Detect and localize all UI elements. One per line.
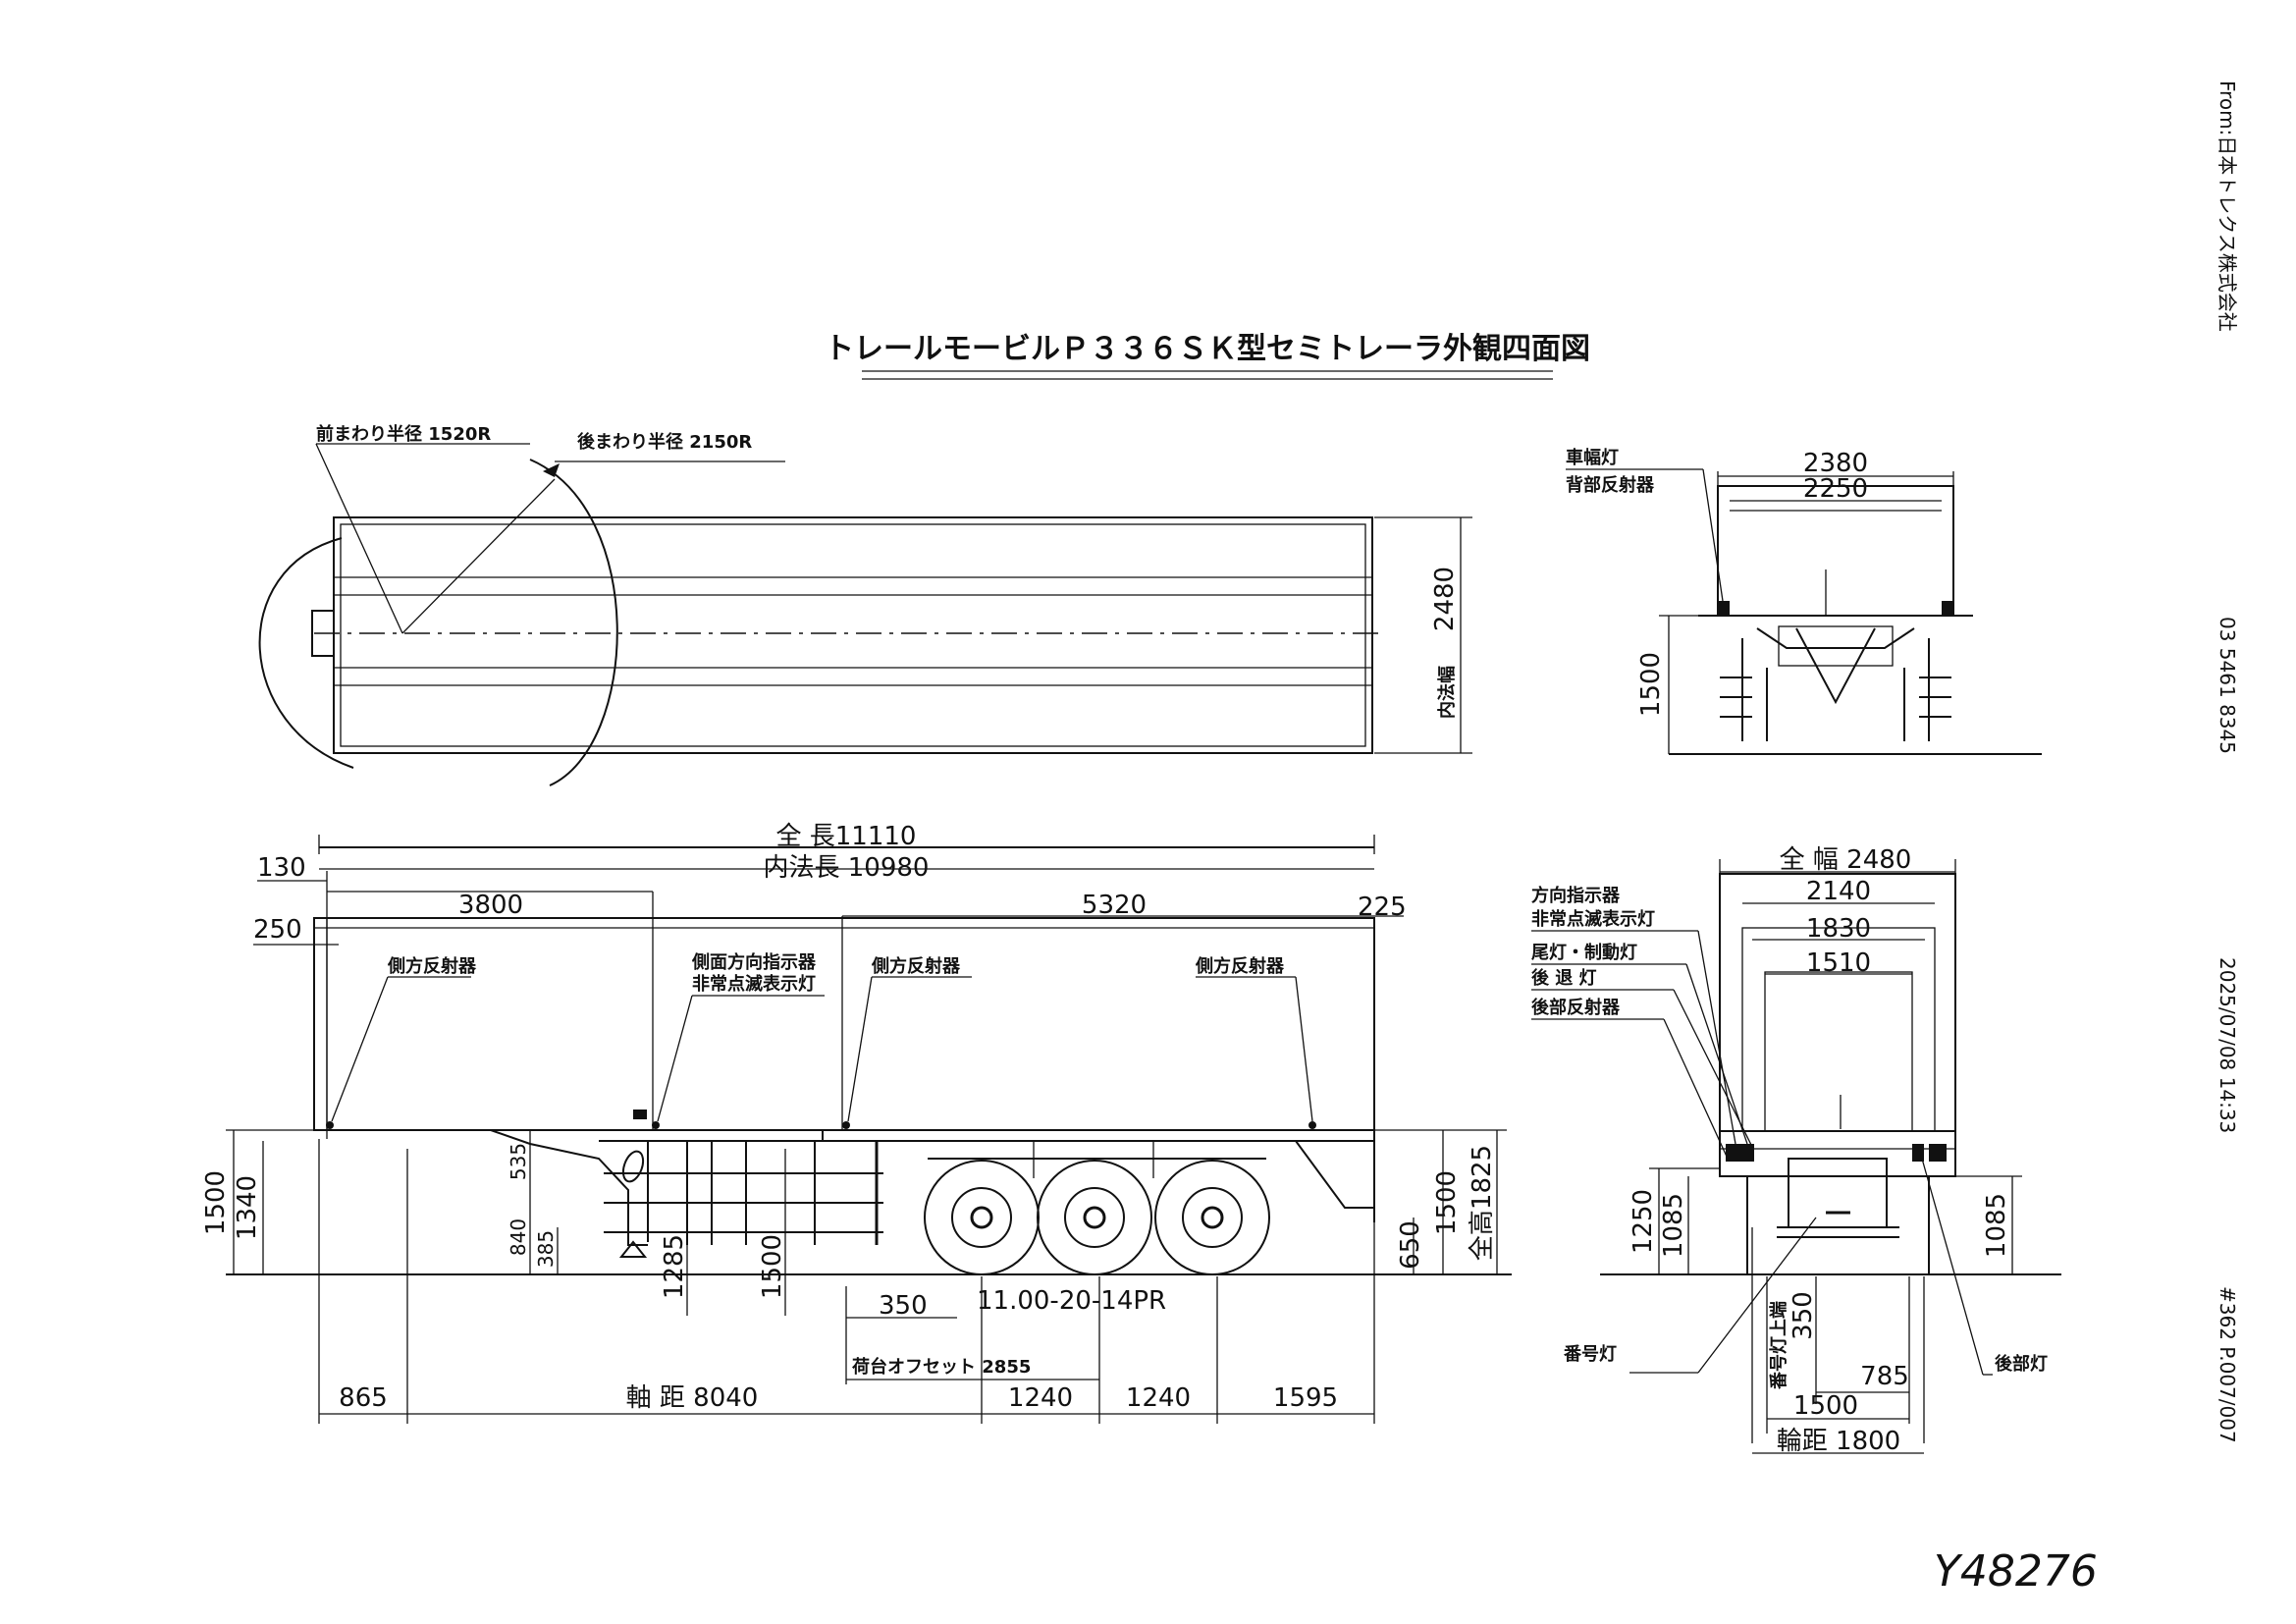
rear-plate-lamp: 番号灯 [1563, 1344, 1617, 1365]
side-reflector-3: 側方反射器 [1195, 955, 1285, 977]
side-h-840: 840 [507, 1218, 530, 1256]
side-h-650: 650 [1396, 1220, 1425, 1270]
side-h-1500-left: 1500 [201, 1170, 231, 1235]
side-dim-5320: 5320 [1082, 891, 1147, 920]
side-dim-1595: 1595 [1273, 1383, 1338, 1413]
rear-width-2140: 2140 [1806, 877, 1871, 906]
side-deck-offset: 荷台オフセット 2855 [852, 1356, 1031, 1378]
rear-width-1830: 1830 [1806, 914, 1871, 944]
side-h-1285: 1285 [660, 1234, 689, 1299]
rear-h-1250: 1250 [1629, 1189, 1658, 1254]
rear-top-width-inner: 2250 [1803, 474, 1868, 504]
top-inner-width-label: 内法幅 [1436, 666, 1458, 719]
side-dim-350: 350 [879, 1291, 928, 1321]
side-dim-250: 250 [253, 915, 302, 945]
rear-width-1510: 1510 [1806, 948, 1871, 978]
side-reflector-1: 側方反射器 [387, 955, 477, 977]
fax-sender: From:日本トレクス株式会社 [2216, 81, 2239, 332]
rear-width-785: 785 [1860, 1362, 1909, 1391]
rear-view-top: 2380 2250 車幅灯 背部反射器 1500 [1566, 447, 2042, 755]
side-reflector-2: 側方反射器 [871, 955, 961, 977]
axle-3 [1154, 1160, 1270, 1275]
axle-1 [924, 1160, 1040, 1275]
side-h-385: 385 [534, 1230, 558, 1268]
rear-plate-lamp-height: 番号灯上端 [1769, 1301, 1789, 1390]
side-overall-length: 全 長11110 [776, 822, 917, 851]
top-view: 前まわり半径 1520R 後まわり半径 2150R 2480 内法幅 [258, 423, 1472, 786]
fax-phone: 03 5461 8345 [2216, 617, 2239, 754]
side-turn-signal-2: 非常点滅表示灯 [692, 973, 816, 995]
rear-label-hazard: 非常点滅表示灯 [1531, 908, 1655, 930]
rear-turning-radius: 後まわり半径 2150R [577, 431, 752, 453]
side-h-1500-right: 1500 [1432, 1170, 1462, 1235]
rear-h-1085-left: 1085 [1659, 1193, 1688, 1258]
rear-top-width-outer: 2380 [1803, 449, 1868, 478]
rear-track-width: 輪距 1800 [1777, 1427, 1900, 1456]
side-tire-size: 11.00-20-14PR [977, 1286, 1166, 1316]
front-turning-radius: 前まわり半径 1520R [316, 423, 491, 445]
rear-label-turn-signal: 方向指示器 [1531, 885, 1621, 906]
side-dim-1240a: 1240 [1008, 1383, 1073, 1413]
side-h-1500-mid: 1500 [758, 1234, 787, 1299]
rear-top-height: 1500 [1636, 652, 1666, 717]
side-inner-length: 内法長 10980 [764, 853, 930, 883]
top-inner-width: 2480 [1430, 567, 1460, 631]
rear-label-reverse: 後 退 灯 [1531, 967, 1597, 989]
handwritten-note: Y48276 [1934, 1546, 2098, 1597]
rear-label-reflector: 後部反射器 [1531, 997, 1621, 1018]
rear-view-bottom: 全 幅 2480 2140 1830 1510 方向指示器 非常点滅表示灯 尾灯… [1531, 845, 2048, 1456]
rear-overall-width: 全 幅 2480 [1780, 845, 1912, 875]
drawing-title: トレールモービルＰ３３６ＳＫ型セミトレーラ外観四面図 [825, 332, 1590, 366]
side-turn-signal-1: 側面方向指示器 [691, 951, 817, 973]
rear-top-clearance-lamp: 車幅灯 [1566, 447, 1619, 468]
rear-top-reflector: 背部反射器 [1566, 474, 1655, 496]
rear-width-1500: 1500 [1793, 1391, 1858, 1421]
side-dim-865: 865 [339, 1383, 388, 1413]
rear-tail-lamp: 後部灯 [1995, 1353, 2048, 1375]
axle-2 [1037, 1160, 1152, 1275]
side-dim-130: 130 [257, 853, 306, 883]
rear-label-tail-brake: 尾灯・制動灯 [1531, 942, 1637, 963]
side-wheelbase: 軸 距 8040 [626, 1383, 759, 1413]
side-h-1340: 1340 [233, 1175, 262, 1240]
side-view: 全 長11110 内法長 10980 130 250 3800 5320 225 [201, 822, 2061, 1424]
rear-h-1085-right: 1085 [1982, 1193, 2011, 1258]
fax-datetime: 2025/07/08 14:33 [2216, 957, 2239, 1133]
rear-h-350: 350 [1789, 1291, 1818, 1340]
side-dim-1240b: 1240 [1126, 1383, 1191, 1413]
fax-page: #362 P.007/007 [2216, 1286, 2239, 1443]
side-h-1825: 全高1825 [1468, 1145, 1497, 1261]
side-dim-3800: 3800 [458, 891, 523, 920]
fax-header: From:日本トレクス株式会社 03 5461 8345 2025/07/08 … [2216, 81, 2239, 1443]
side-h-535: 535 [507, 1143, 530, 1180]
